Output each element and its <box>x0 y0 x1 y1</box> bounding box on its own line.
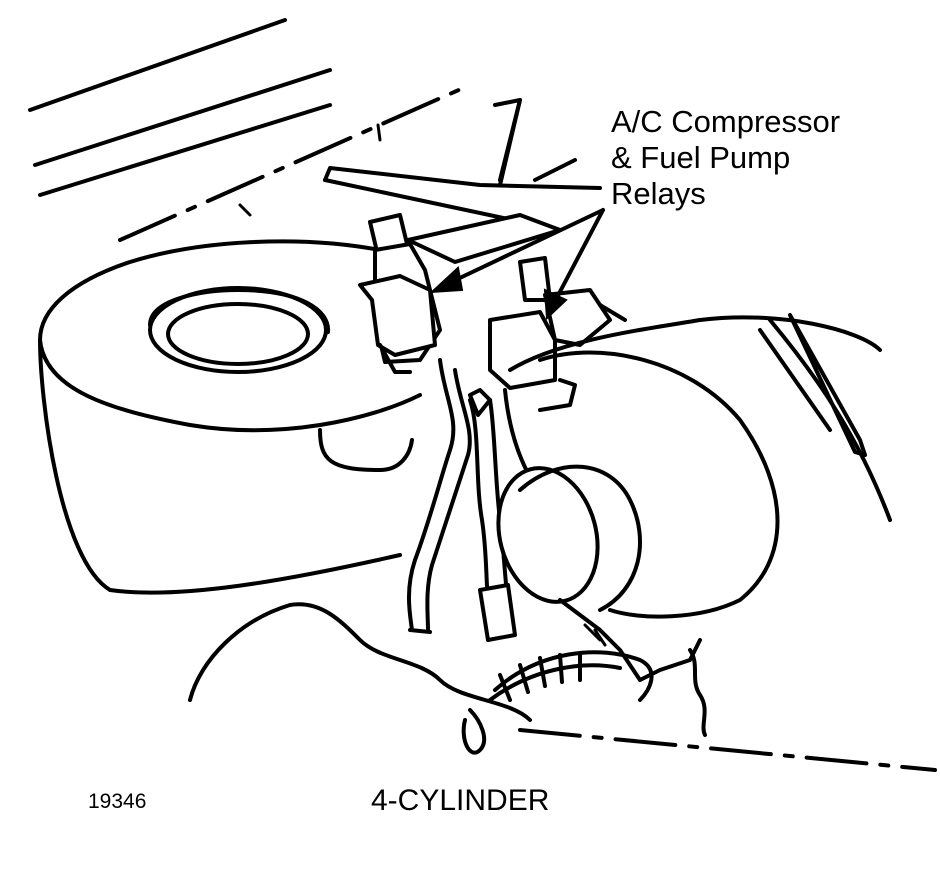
figure-number: 19346 <box>88 790 147 813</box>
hood-edge-lines <box>28 18 472 242</box>
relay-callout-label: A/C Compressor & Fuel Pump Relays <box>611 104 840 212</box>
figure-caption: 4-CYLINDER <box>371 784 550 817</box>
intake-hose <box>496 313 892 619</box>
cowl-panel <box>323 98 602 232</box>
arrowhead-right <box>543 288 568 321</box>
strut-tower <box>38 239 422 595</box>
callout-arrows <box>429 208 605 321</box>
lower-engine <box>188 598 937 772</box>
arrowhead-left <box>429 266 464 294</box>
callout-line-1: A/C Compressor <box>611 104 841 139</box>
callout-line-3: Relays <box>611 176 706 211</box>
relay-right <box>488 256 627 412</box>
relay-bracket <box>358 213 562 374</box>
wiring-harness <box>406 358 517 642</box>
callout-line-2: & Fuel Pump <box>611 140 791 175</box>
